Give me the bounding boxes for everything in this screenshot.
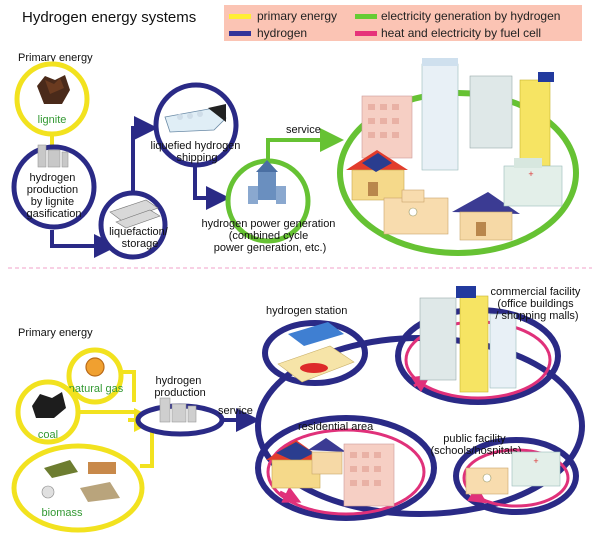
station-car-icon — [300, 363, 328, 373]
diagram-title: Hydrogen energy systems — [22, 9, 196, 26]
svg-text:+: + — [533, 456, 538, 466]
biomass-label: biomass — [42, 507, 83, 519]
commercial-tower — [489, 313, 517, 389]
shipping-node: liquefied hydrogen shipping — [151, 82, 244, 168]
shipping-label: liquefied hydrogen shipping — [151, 140, 244, 164]
bottom-service-label: service — [218, 405, 253, 417]
service-green-arrow — [266, 128, 344, 162]
power-generation-circle — [225, 158, 311, 244]
legend-swatch-hydrogen — [229, 31, 251, 36]
natural-gas-node: natural gas — [66, 347, 124, 405]
top-service-label: service — [286, 124, 321, 136]
public-fuel-cell-loop — [462, 448, 570, 508]
residential-purple-house — [308, 438, 346, 475]
top-solar-house — [346, 150, 408, 201]
public-hospital: + — [511, 451, 561, 487]
legend-label-primary: primary energy — [257, 9, 337, 23]
power-generation-node: hydrogen power generation (combined cycl… — [202, 158, 339, 254]
residential-area: residential area — [266, 421, 395, 507]
legend-swatch-electricity — [355, 14, 377, 19]
public-facility: public facility (schools/hospitals) + — [430, 433, 561, 495]
top-city: + — [337, 58, 579, 256]
power-plant-icon — [248, 160, 286, 204]
coal-label: coal — [38, 429, 58, 441]
residential-loop — [255, 415, 437, 521]
lignite-production-circle — [11, 144, 97, 230]
legend-label-hydrogen: hydrogen — [257, 26, 307, 40]
bottom-production-node: hydrogen production — [135, 375, 225, 437]
residential-fuel-cell-loop — [266, 428, 426, 516]
legend-label-fuel-cell: heat and electricity by fuel cell — [381, 26, 541, 40]
liquefaction-to-shipping-arrow — [131, 116, 158, 192]
top-office-building — [469, 75, 513, 149]
station-loop — [262, 320, 368, 386]
top-tower-building — [421, 63, 459, 171]
bottom-factory-icon — [159, 397, 197, 423]
public-loop — [453, 437, 579, 515]
lignite-node: lignite — [14, 61, 90, 137]
top-hospital: + — [503, 158, 563, 207]
fuel-cell-flows — [266, 320, 570, 516]
legend-label-electricity: electricity generation by hydrogen — [381, 9, 560, 23]
commercial-office — [419, 297, 457, 381]
commercial-label: commercial facility (office buildings / … — [491, 286, 584, 322]
legend: primary energy electricity generation by… — [224, 5, 582, 41]
residential-label: residential area — [298, 421, 374, 433]
commercial-yellow-tower — [459, 295, 489, 393]
lignite-production-label: hydrogen production by lignite gasificat… — [26, 172, 81, 220]
liquefaction-label: liquefaction/ storage — [109, 226, 171, 250]
station-label: hydrogen station — [266, 305, 347, 317]
legend-swatch-primary — [229, 14, 251, 19]
residential-apartment — [343, 443, 395, 507]
top-yellow-tower — [519, 79, 551, 167]
station-canopy — [288, 322, 344, 346]
commercial-solar-panel-icon — [456, 286, 476, 298]
legend-swatch-fuel-cell — [355, 31, 377, 36]
ship-icon — [164, 104, 227, 133]
commercial-facility: commercial facility (office buildings / … — [419, 286, 584, 393]
top-school — [383, 189, 449, 235]
storage-tanks-icon — [109, 199, 161, 229]
hydrogen-station: hydrogen station — [266, 305, 355, 383]
public-label: public facility (schools/hospitals) — [430, 433, 521, 457]
bottom-production-label: hydrogen production — [154, 375, 205, 399]
lignite-production-node: hydrogen production by lignite gasificat… — [11, 144, 97, 230]
top-primary-energy-label: Primary energy — [18, 52, 93, 64]
power-generation-label: hydrogen power generation (combined cycl… — [202, 218, 339, 254]
production-to-liquefaction-arrow — [50, 230, 118, 258]
liquefaction-node: liquefaction/ storage — [98, 190, 171, 260]
lignite-label: lignite — [38, 114, 67, 126]
shipping-to-power-arrow — [193, 163, 230, 210]
top-purple-house — [452, 192, 520, 241]
factory-icon — [37, 144, 69, 168]
biomass-icon — [41, 460, 120, 502]
gas-flame-icon — [85, 357, 105, 377]
public-school — [465, 467, 509, 495]
biomass-node: biomass — [11, 443, 145, 533]
coal-node: coal — [15, 379, 81, 445]
top-solar-panel-icon — [538, 72, 554, 82]
natural-gas-label: natural gas — [69, 383, 124, 395]
bottom-primary-energy-label: Primary energy — [18, 327, 93, 339]
residential-solar-house — [266, 440, 324, 489]
legend-box — [224, 5, 582, 41]
coal-icon — [32, 392, 66, 418]
svg-text:+: + — [528, 169, 533, 179]
